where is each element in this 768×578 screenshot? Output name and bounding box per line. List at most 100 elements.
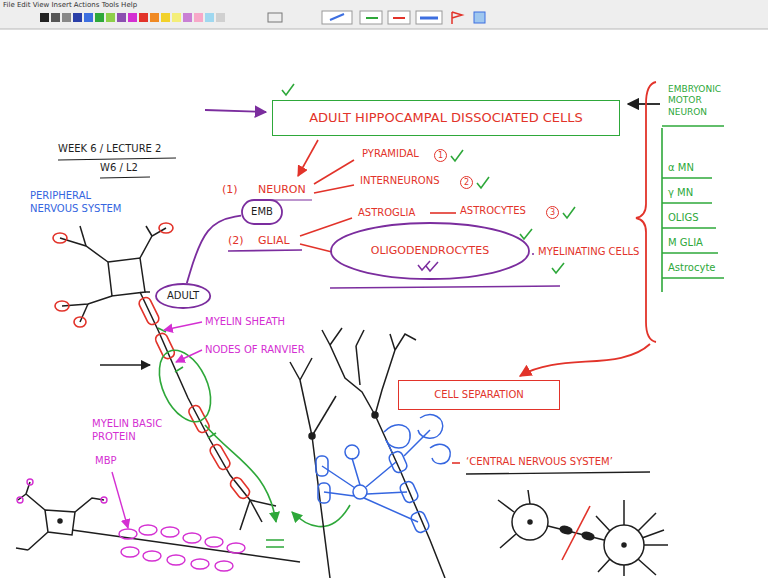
check-mark xyxy=(426,262,438,271)
underline xyxy=(228,250,302,251)
neuron-drawing xyxy=(146,226,152,236)
toolbar xyxy=(62,13,71,22)
node-text: EMB xyxy=(251,206,273,218)
toolbar xyxy=(73,13,82,22)
branch-line xyxy=(430,212,456,214)
toolbar xyxy=(106,13,115,22)
list-rule xyxy=(662,202,712,204)
part-label: NODES OF RANVIER xyxy=(205,344,305,357)
toolbar xyxy=(205,13,214,22)
stage-oval-outline xyxy=(156,284,210,308)
neuron-schematic xyxy=(528,520,532,524)
callout-number: 2 xyxy=(460,176,473,189)
toolbar xyxy=(128,13,137,22)
protein-drawing xyxy=(205,537,223,547)
check-mark xyxy=(418,261,438,271)
neuron-drawing xyxy=(240,500,250,530)
neuron-drawing xyxy=(372,412,378,418)
callout-number: 3 xyxy=(546,206,559,219)
cell-type-ellipse-outline xyxy=(331,223,529,279)
neuron-drawing xyxy=(100,364,150,366)
myelin-segment xyxy=(74,317,86,327)
toolbar xyxy=(139,13,148,22)
system-label: PERIPHERAL NERVOUS SYSTEM xyxy=(30,190,140,215)
node-marker xyxy=(149,342,221,429)
toolbar xyxy=(183,13,192,22)
lecture-note: WEEK 6 / LECTURE 2 xyxy=(58,143,161,156)
cell-type: PYRAMIDAL xyxy=(362,148,419,161)
toolbar xyxy=(117,13,126,22)
branch-line xyxy=(314,160,354,184)
protein-drawing xyxy=(27,479,33,485)
neuron-drawing xyxy=(58,519,62,523)
check-mark xyxy=(563,207,575,218)
neuron-drawing xyxy=(356,330,364,346)
item-number: (2) xyxy=(228,234,244,248)
toolbar xyxy=(51,13,60,22)
list-rule xyxy=(662,277,724,279)
myelin-segment xyxy=(159,223,173,233)
title-box: ADULT HIPPOCAMPAL DISSOCIATED CELLS xyxy=(272,100,620,136)
protein-drawing xyxy=(143,551,161,561)
cut-line xyxy=(562,506,590,560)
cell-type-ellipse: OLIGODENDROCYTES xyxy=(330,222,530,280)
myelin-segment xyxy=(53,233,67,243)
toolbar xyxy=(366,17,378,19)
neuron-drawing xyxy=(60,226,276,530)
underline xyxy=(330,286,560,288)
node-marker xyxy=(205,425,276,522)
toolbar xyxy=(150,13,159,22)
myelin-segment xyxy=(187,404,211,434)
leader-line xyxy=(176,350,202,362)
protein-drawing xyxy=(183,533,201,543)
protein-drawing xyxy=(119,529,137,539)
oligodendrocyte-drawing xyxy=(318,483,330,503)
toolbar xyxy=(452,12,462,24)
cut-line xyxy=(562,506,590,560)
neuron-drawing xyxy=(290,328,445,578)
oligodendrocyte-drawing xyxy=(316,415,450,534)
group-brace xyxy=(520,344,650,376)
toolbar xyxy=(388,11,410,24)
toolbar xyxy=(0,29,768,30)
oligodendrocyte-drawing xyxy=(322,458,418,522)
neuron-drawing xyxy=(18,482,45,510)
toolbar xyxy=(474,12,485,23)
toolbar xyxy=(0,0,768,29)
list-item: γ MN xyxy=(668,187,693,200)
underline xyxy=(58,158,650,474)
oligodendrocyte-drawing xyxy=(410,510,431,534)
check-mark xyxy=(520,229,532,239)
myelin-segment xyxy=(154,332,176,361)
toolbar xyxy=(268,13,282,22)
node-marker xyxy=(149,328,350,547)
oligodendrocyte-drawing xyxy=(353,485,367,499)
toolbar xyxy=(393,17,405,19)
branch-line xyxy=(300,244,332,252)
protein-drawing xyxy=(215,561,233,571)
myelin-segment xyxy=(53,223,252,500)
node-text: CELL SEPARATION xyxy=(434,389,524,401)
leader-line xyxy=(112,472,128,528)
process-box: CELL SEPARATION xyxy=(398,380,560,410)
list-rule xyxy=(661,128,663,292)
dash xyxy=(452,462,460,464)
oligodendrocyte-drawing xyxy=(418,415,443,438)
oligodendrocyte-drawing xyxy=(388,450,409,474)
pointer-arrow xyxy=(628,103,660,105)
protein-drawing xyxy=(17,479,245,571)
protein-drawing xyxy=(17,497,23,503)
neuron-drawing xyxy=(145,291,150,293)
stage-oval-outline xyxy=(242,200,282,224)
check-mark xyxy=(477,177,489,188)
callout-number: 1 xyxy=(434,149,447,162)
neuron-drawing xyxy=(250,500,262,522)
toolbar xyxy=(84,13,93,22)
cell-type: ASTROGLIA xyxy=(358,207,415,220)
neuron-drawing xyxy=(330,345,375,415)
dash xyxy=(532,253,534,255)
pointer-arrow xyxy=(205,110,266,112)
neuron-drawing xyxy=(309,433,315,439)
neuron-drawing xyxy=(300,380,312,436)
